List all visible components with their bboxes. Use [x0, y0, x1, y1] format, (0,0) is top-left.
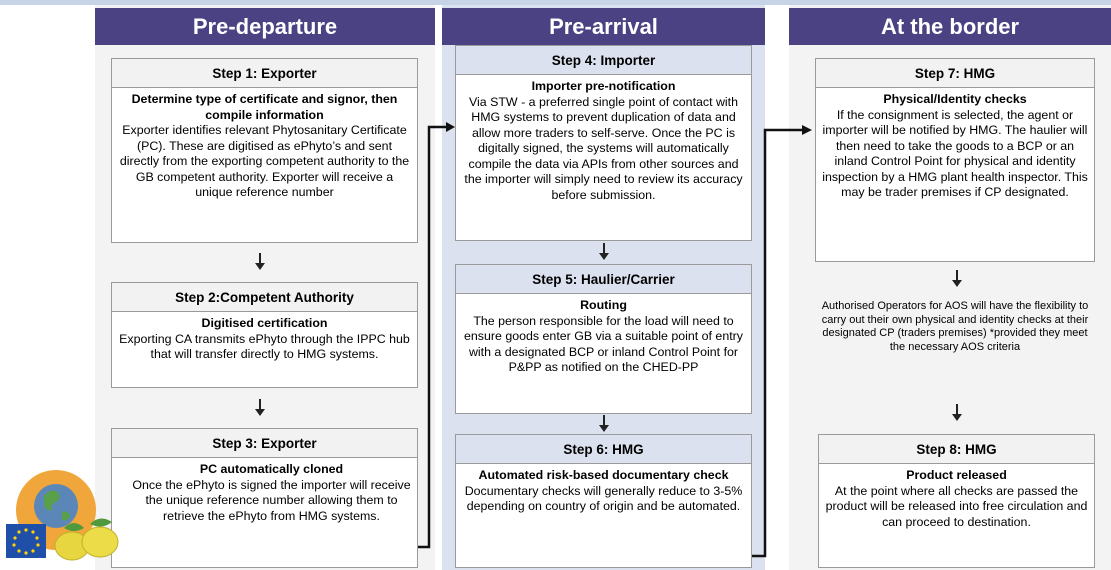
at-the-border-header: At the border [789, 8, 1111, 45]
step-4-box: Step 4: Importer Importer pre-notificati… [455, 45, 752, 241]
step-4-header: Step 4: Importer [456, 46, 751, 75]
step-8-body: Product released At the point where all … [819, 464, 1094, 534]
step-3-box: Step 3: Exporter PC automatically cloned… [111, 428, 418, 568]
step-6-header: Step 6: HMG [456, 435, 751, 464]
arrow-down-icon [255, 399, 265, 416]
step-5-box: Step 5: Haulier/Carrier Routing The pers… [455, 264, 752, 414]
arrow-down-icon [255, 253, 265, 270]
step-7-text: If the consignment is selected, the agen… [822, 107, 1088, 200]
step-2-header: Step 2:Competent Authority [112, 283, 417, 312]
step-3-header: Step 3: Exporter [112, 429, 417, 458]
step-7-box: Step 7: HMG Physical/Identity checks If … [815, 58, 1095, 262]
step-2-subtitle: Digitised certification [201, 316, 328, 330]
step-1-box: Step 1: Exporter Determine type of certi… [111, 58, 418, 243]
arrow-down-icon [599, 243, 609, 260]
step-6-subtitle: Automated risk-based documentary check [478, 468, 729, 482]
step-7-subtitle: Physical/Identity checks [883, 92, 1027, 106]
step-6-text: Documentary checks will generally reduce… [464, 483, 743, 514]
step-2-box: Step 2:Competent Authority Digitised cer… [111, 282, 418, 388]
step-7-header: Step 7: HMG [816, 59, 1094, 88]
step-2-body: Digitised certification Exporting CA tra… [112, 312, 417, 367]
step-4-subtitle: Importer pre-notification [531, 79, 676, 93]
arrow-down-icon [952, 404, 962, 421]
pre-departure-header: Pre-departure [95, 8, 435, 45]
step-5-body: Routing The person responsible for the l… [456, 294, 751, 380]
step-1-text: Exporter identifies relevant Phytosanita… [119, 123, 410, 199]
step-1-subtitle: Determine type of certificate and signor… [131, 92, 398, 122]
top-accent-bar [0, 0, 1111, 5]
step-2-text: Exporting CA transmits ePhyto through th… [119, 331, 410, 362]
step-1-body: Determine type of certificate and signor… [112, 88, 417, 205]
aos-note: Authorised Operators for AOS will have t… [821, 300, 1089, 353]
step-5-text: The person responsible for the load will… [464, 313, 743, 375]
step-6-body: Automated risk-based documentary check D… [456, 464, 751, 519]
step-8-subtitle: Product released [906, 468, 1007, 482]
step-8-box: Step 8: HMG Product released At the poin… [818, 434, 1095, 568]
step-5-header: Step 5: Haulier/Carrier [456, 265, 751, 294]
step-3-text: Once the ePhyto is signed the importer w… [132, 477, 411, 523]
step-1-header: Step 1: Exporter [112, 59, 417, 88]
arrow-down-icon [952, 270, 962, 287]
arrow-down-icon [599, 415, 609, 432]
step-4-body: Importer pre-notification Via STW - a pr… [456, 75, 751, 207]
step-3-body: PC automatically cloned Once the ePhyto … [112, 458, 417, 528]
step-8-header: Step 8: HMG [819, 435, 1094, 464]
step-8-text: At the point where all checks are passed… [825, 483, 1088, 529]
eu-globe-lemons-logo [6, 470, 119, 561]
step-3-subtitle: PC automatically cloned [199, 462, 344, 476]
step-7-body: Physical/Identity checks If the consignm… [816, 88, 1094, 205]
step-4-text: Via STW - a preferred single point of co… [464, 94, 743, 202]
step-6-box: Step 6: HMG Automated risk-based documen… [455, 434, 752, 568]
pre-arrival-header: Pre-arrival [442, 8, 765, 45]
step-5-subtitle: Routing [580, 298, 627, 312]
